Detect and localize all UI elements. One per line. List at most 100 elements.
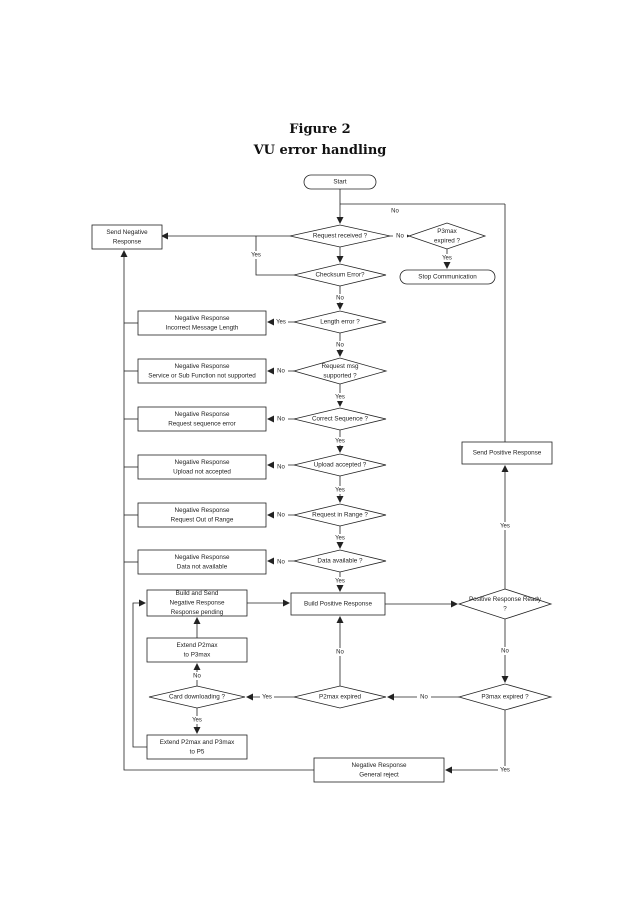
neg-length-box-label: Incorrect Message Length (166, 324, 239, 331)
extend-p2p3-box-label: to P5 (190, 748, 205, 755)
p3max-expired2-diamond: P3max expired ? (457, 683, 553, 711)
extend-p2p3-box-label: Extend P2max and P3max (160, 739, 235, 746)
neg-upload-box-label: Upload not accepted (173, 468, 231, 475)
neg-sequence-box-box (137, 406, 267, 432)
neg-range-box-box (137, 502, 267, 528)
label-no-checksum: No (336, 296, 344, 302)
label-no-range-bg (274, 511, 288, 519)
extend-p2p3-box-box (146, 734, 248, 760)
label-no-card-bg (190, 672, 204, 680)
card-downloading-diamond-label: Card downloading ? (169, 694, 226, 701)
extend-p2p3-box: Extend P2max and P3max to P5 (146, 734, 248, 760)
label-no-request: No (396, 234, 404, 240)
start-node-label: Start (333, 179, 347, 186)
extend-p2max-box: Extend P2max to P3max (146, 637, 248, 663)
positive-ready-diamond-label: ? (503, 605, 507, 612)
checksum-diamond-shape (293, 263, 387, 287)
label-no-msg-bg (274, 367, 288, 375)
request-received-diamond-label: Request received ? (313, 233, 368, 240)
extend-p2max-box-label: to P3max (184, 651, 211, 658)
label-yes-p3: Yes (500, 768, 510, 774)
msg-supported-diamond-label: Request msg (321, 363, 359, 370)
build-send-pending-box-box (146, 589, 248, 617)
extend-p2max-box-label: Extend P2max (177, 642, 219, 649)
label-no-p2-bg (333, 648, 347, 656)
p2p3-to-pending (132, 599, 147, 748)
neg-general-box-box (313, 757, 445, 783)
label-yes-p3-bg (498, 766, 512, 774)
label-yes-range: Yes (335, 536, 345, 542)
p2max-expired-diamond-label: P2max expired (319, 694, 361, 701)
checksum-diamond-label: Checksum Error? (316, 272, 365, 279)
label-no-request-bg (393, 232, 407, 240)
send-positive-box-box (461, 441, 553, 465)
label-yes-checksum-bg (249, 251, 263, 259)
label-yes-upload: Yes (335, 488, 345, 494)
checksum-diamond: Checksum Error? (293, 263, 387, 287)
label-yes-p2: Yes (262, 695, 272, 701)
correct-sequence-diamond-label: Correct Sequence ? (312, 416, 369, 423)
send-negative-box-label: Response (113, 238, 142, 245)
label-no-ready: No (501, 649, 509, 655)
label-yes-ready: Yes (500, 524, 510, 530)
send-negative-box-label: Send Negative (106, 229, 148, 236)
build-positive-box-label: Build Positive Response (304, 601, 372, 608)
label-yes-length-bg (274, 318, 288, 326)
build-positive-box: Build Positive Response (290, 592, 386, 616)
label-yes-checksum: Yes (251, 253, 261, 259)
positive-ready-diamond-shape (457, 588, 553, 620)
correct-sequence-diamond: Correct Sequence ? (293, 407, 387, 431)
label-no-loop: No (391, 209, 399, 215)
label-yes-seq: Yes (335, 439, 345, 445)
data-available-diamond-label: Data available ? (317, 558, 363, 565)
p2max-expired-diamond-shape (293, 685, 387, 709)
p2max-expired-diamond: P2max expired (293, 685, 387, 709)
label-no-seq: No (277, 417, 285, 423)
msg-supported-diamond: Request msg supported ? (292, 357, 388, 385)
in-range-diamond: Request in Range ? (293, 503, 387, 527)
label-no-checksum-bg (333, 294, 347, 302)
label-yes-card-bg (190, 716, 204, 724)
msg-supported-diamond-label: supported ? (323, 372, 357, 379)
start-node: Start (303, 174, 377, 190)
in-range-diamond-label: Request in Range ? (312, 512, 368, 519)
label-no-data-bg (274, 558, 288, 566)
card-downloading-diamond-shape (148, 685, 246, 709)
neg-range-box-label: Negative Response (175, 507, 230, 514)
label-no-length: No (336, 343, 344, 349)
label-yes-upload-bg (333, 486, 347, 494)
neg-length-box-label: Negative Response (175, 315, 230, 322)
card-downloading-diamond: Card downloading ? (148, 685, 246, 709)
request-received-diamond: Request received ? (289, 224, 391, 248)
neg-general-box-label: Negative Response (352, 762, 407, 769)
data-available-diamond: Data available ? (293, 549, 387, 573)
neg-length-box-box (137, 310, 267, 336)
label-no-range: No (277, 513, 285, 519)
build-send-pending-box-label: Build and Send (176, 590, 219, 597)
label-yes-ready-bg (498, 522, 512, 530)
send-negative-box-box (91, 224, 163, 250)
general-to-negative (120, 250, 314, 771)
label-no-data: No (277, 560, 285, 566)
in-range-diamond-shape (293, 503, 387, 527)
neg-service-box-label: Service or Sub Function not supported (148, 372, 256, 379)
neg-service-box-label: Negative Response (175, 363, 230, 370)
neg-sequence-box-label: Request sequence error (168, 420, 236, 427)
neg-data-box-box (137, 549, 267, 575)
start-node-shape (303, 174, 377, 190)
label-no-p2: No (336, 650, 344, 656)
p3max-expired-diamond-shape (407, 222, 487, 250)
build-positive-box-box (290, 592, 386, 616)
neg-service-box-box (137, 358, 267, 384)
label-no-upload: No (277, 465, 285, 471)
label-no-loop-bg (388, 207, 402, 215)
positive-ready-diamond: Positive Response Ready? (457, 588, 553, 620)
